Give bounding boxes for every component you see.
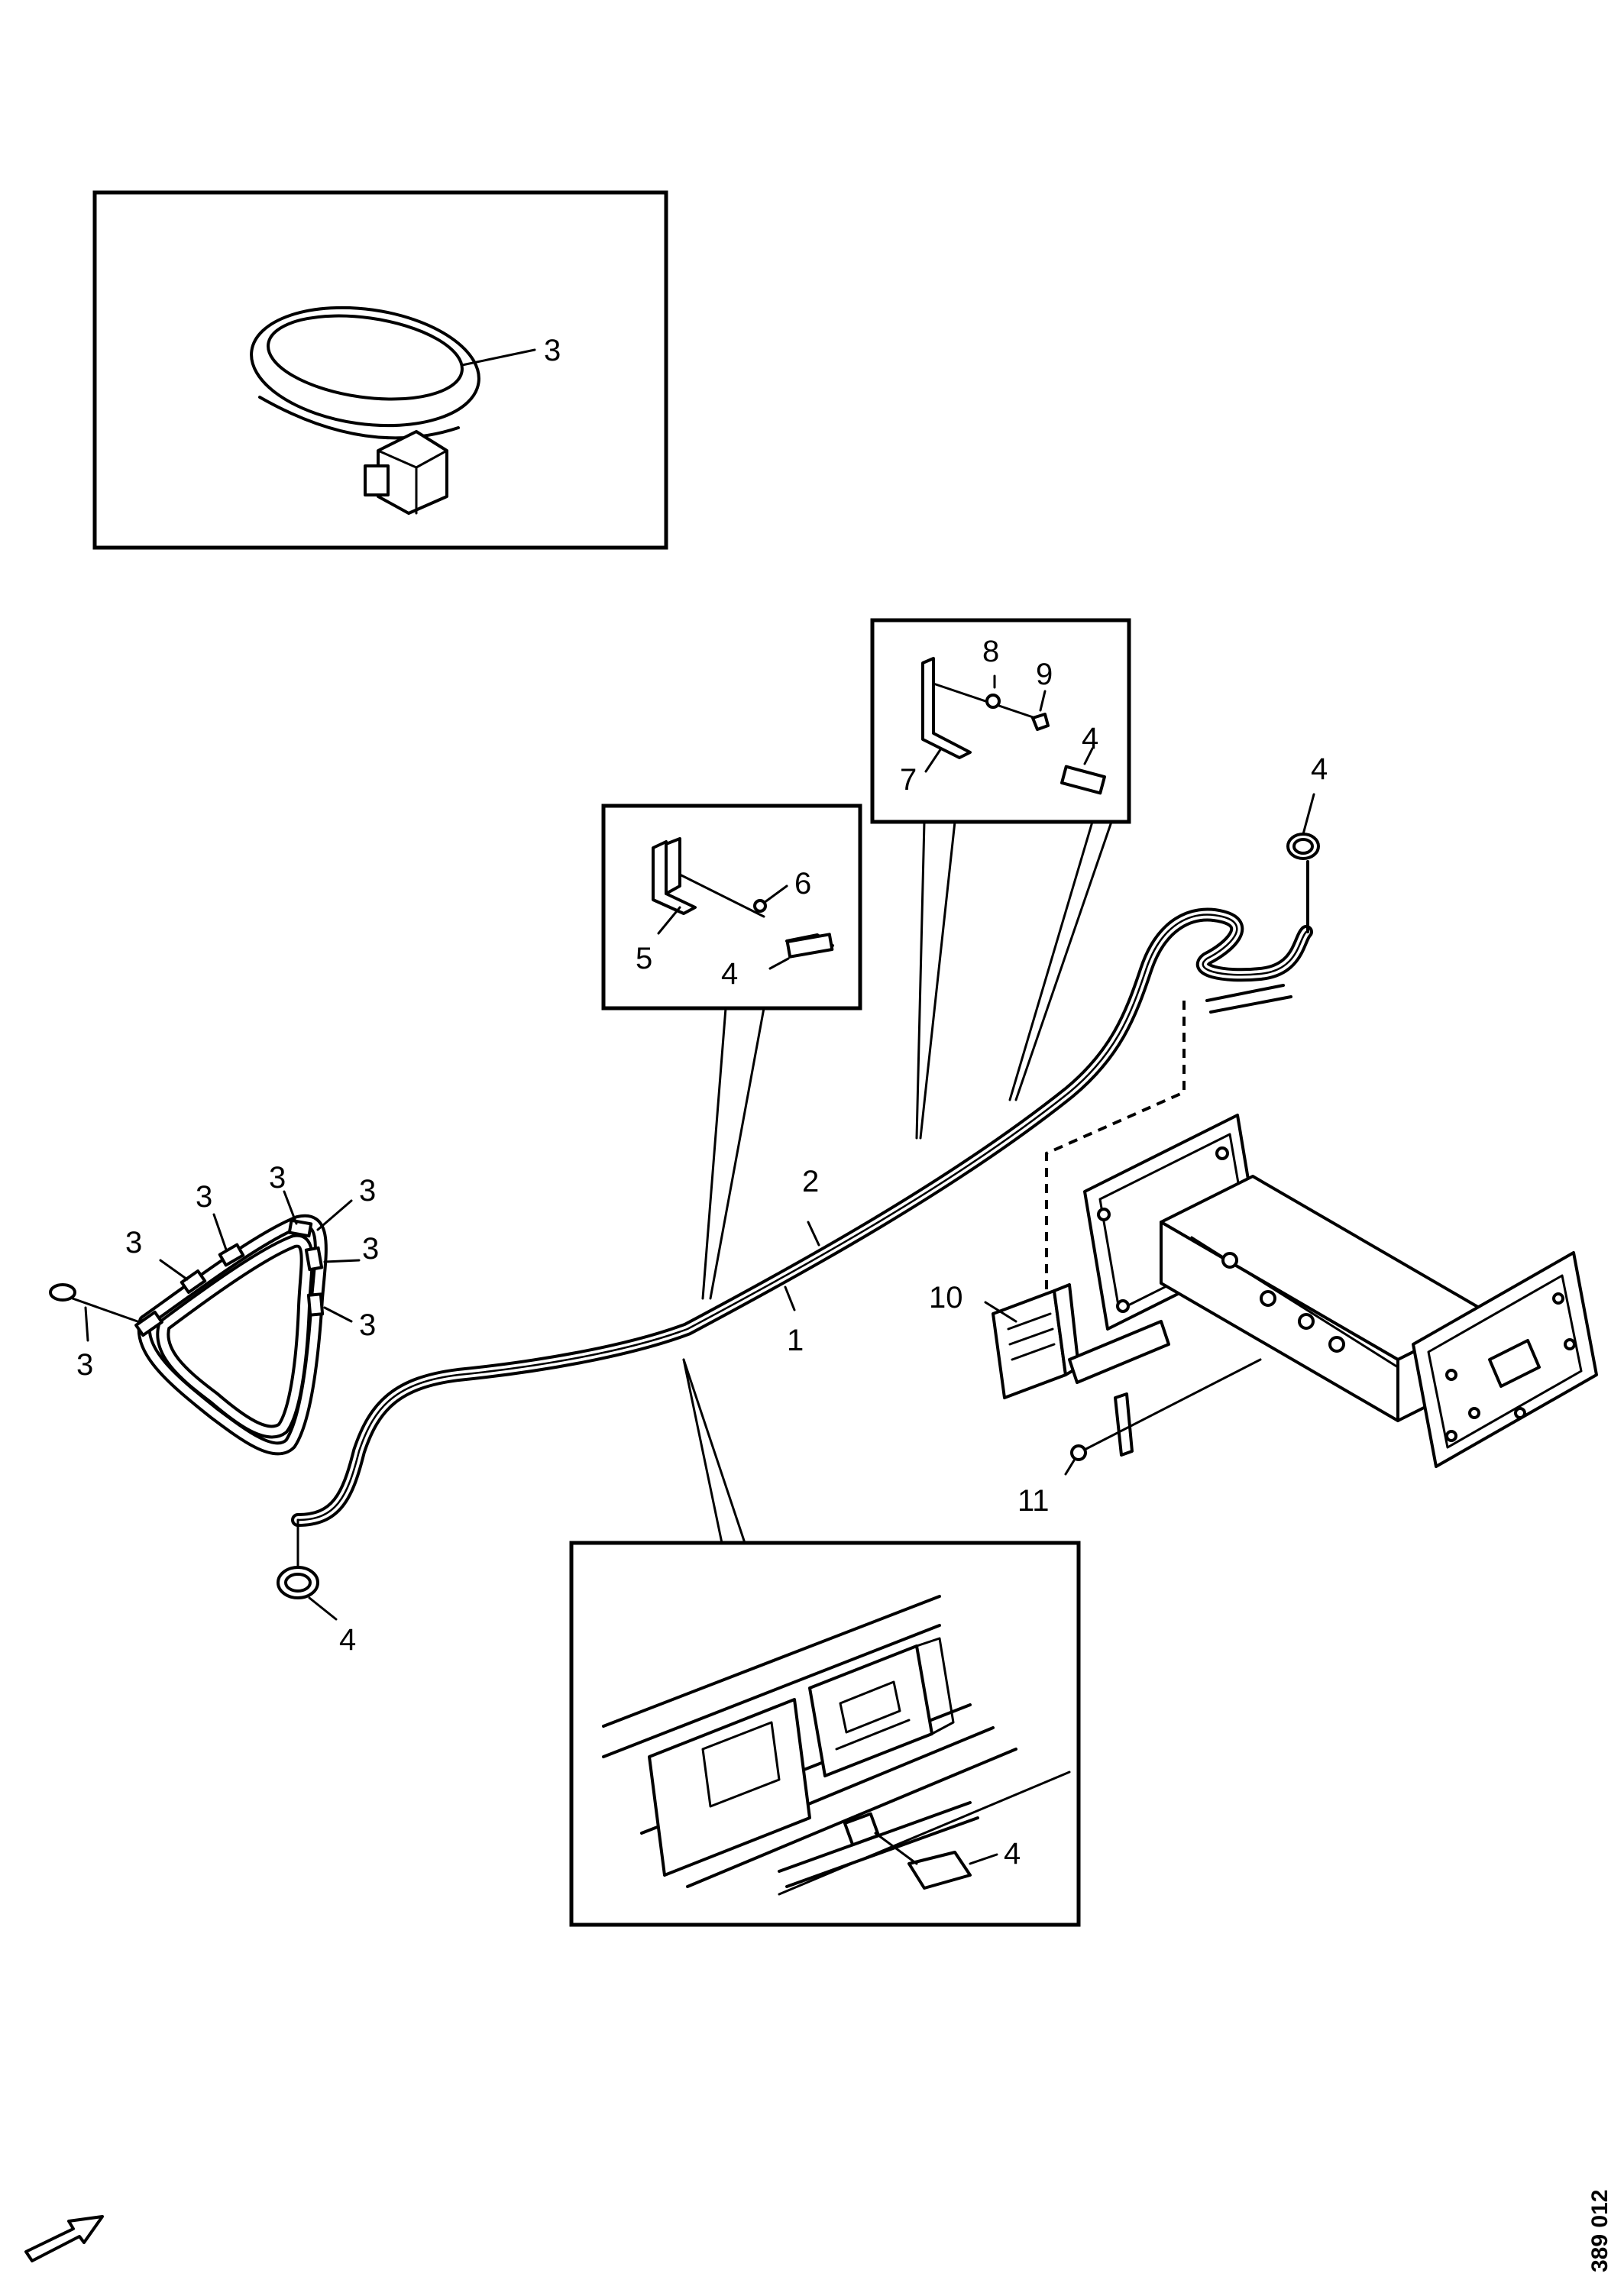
callout-bracket-a-4: 4 (721, 957, 738, 991)
callout-bracket-b-8: 8 (982, 635, 999, 668)
callout-inset-tie: 3 (544, 334, 561, 367)
direction-arrow-icon (24, 2215, 104, 2262)
inset-leaders (682, 820, 1113, 1544)
callout-loop-tie-5: 3 (362, 1232, 379, 1266)
callout-bracket-b-7: 7 (900, 763, 917, 797)
inset-bracket-group-a: 6 5 4 (601, 804, 862, 1011)
callout-loop-tie-left: 3 (76, 1348, 93, 1382)
callout-loop-tie-3: 3 (269, 1161, 286, 1195)
callout-cable-2: 2 (802, 1165, 819, 1198)
chassis-assembly (1083, 1114, 1598, 1468)
callout-bracket-10: 10 (929, 1281, 963, 1315)
callout-bracket-a-5: 5 (636, 942, 652, 975)
figure-reference-code: 389 012 (1587, 2190, 1613, 2272)
callout-bracket-a-6: 6 (794, 867, 811, 901)
bracket-and-screw: 10 11 (929, 1281, 1262, 1518)
callout-loop-tie-1: 3 (125, 1226, 142, 1260)
inset-cable-tie: 3 (92, 190, 668, 550)
callout-cable-1: 1 (787, 1324, 804, 1357)
callout-loop-tie-4: 3 (359, 1174, 376, 1208)
inset-bracket-group-b: 8 9 7 4 (870, 618, 1131, 824)
main-cable-run: 2 1 (291, 860, 1313, 1527)
callout-screw-11: 11 (1017, 1484, 1050, 1518)
callout-loop-tie-6: 3 (359, 1308, 376, 1342)
callout-bracket-b-9: 9 (1036, 658, 1053, 691)
inset-frame-detail: 4 (569, 1541, 1081, 1927)
grommet-rings: 4 4 (277, 752, 1328, 1657)
callout-loop-tie-2: 3 (196, 1180, 212, 1214)
callout-bracket-b-4: 4 (1082, 722, 1098, 755)
callout-ring-top-4: 4 (1311, 752, 1328, 786)
callout-ring-bottom-4: 4 (339, 1623, 356, 1657)
coiled-cable-loop: 3 3 3 3 3 3 3 (49, 1161, 379, 1456)
callout-frame-detail-4: 4 (1004, 1837, 1021, 1871)
